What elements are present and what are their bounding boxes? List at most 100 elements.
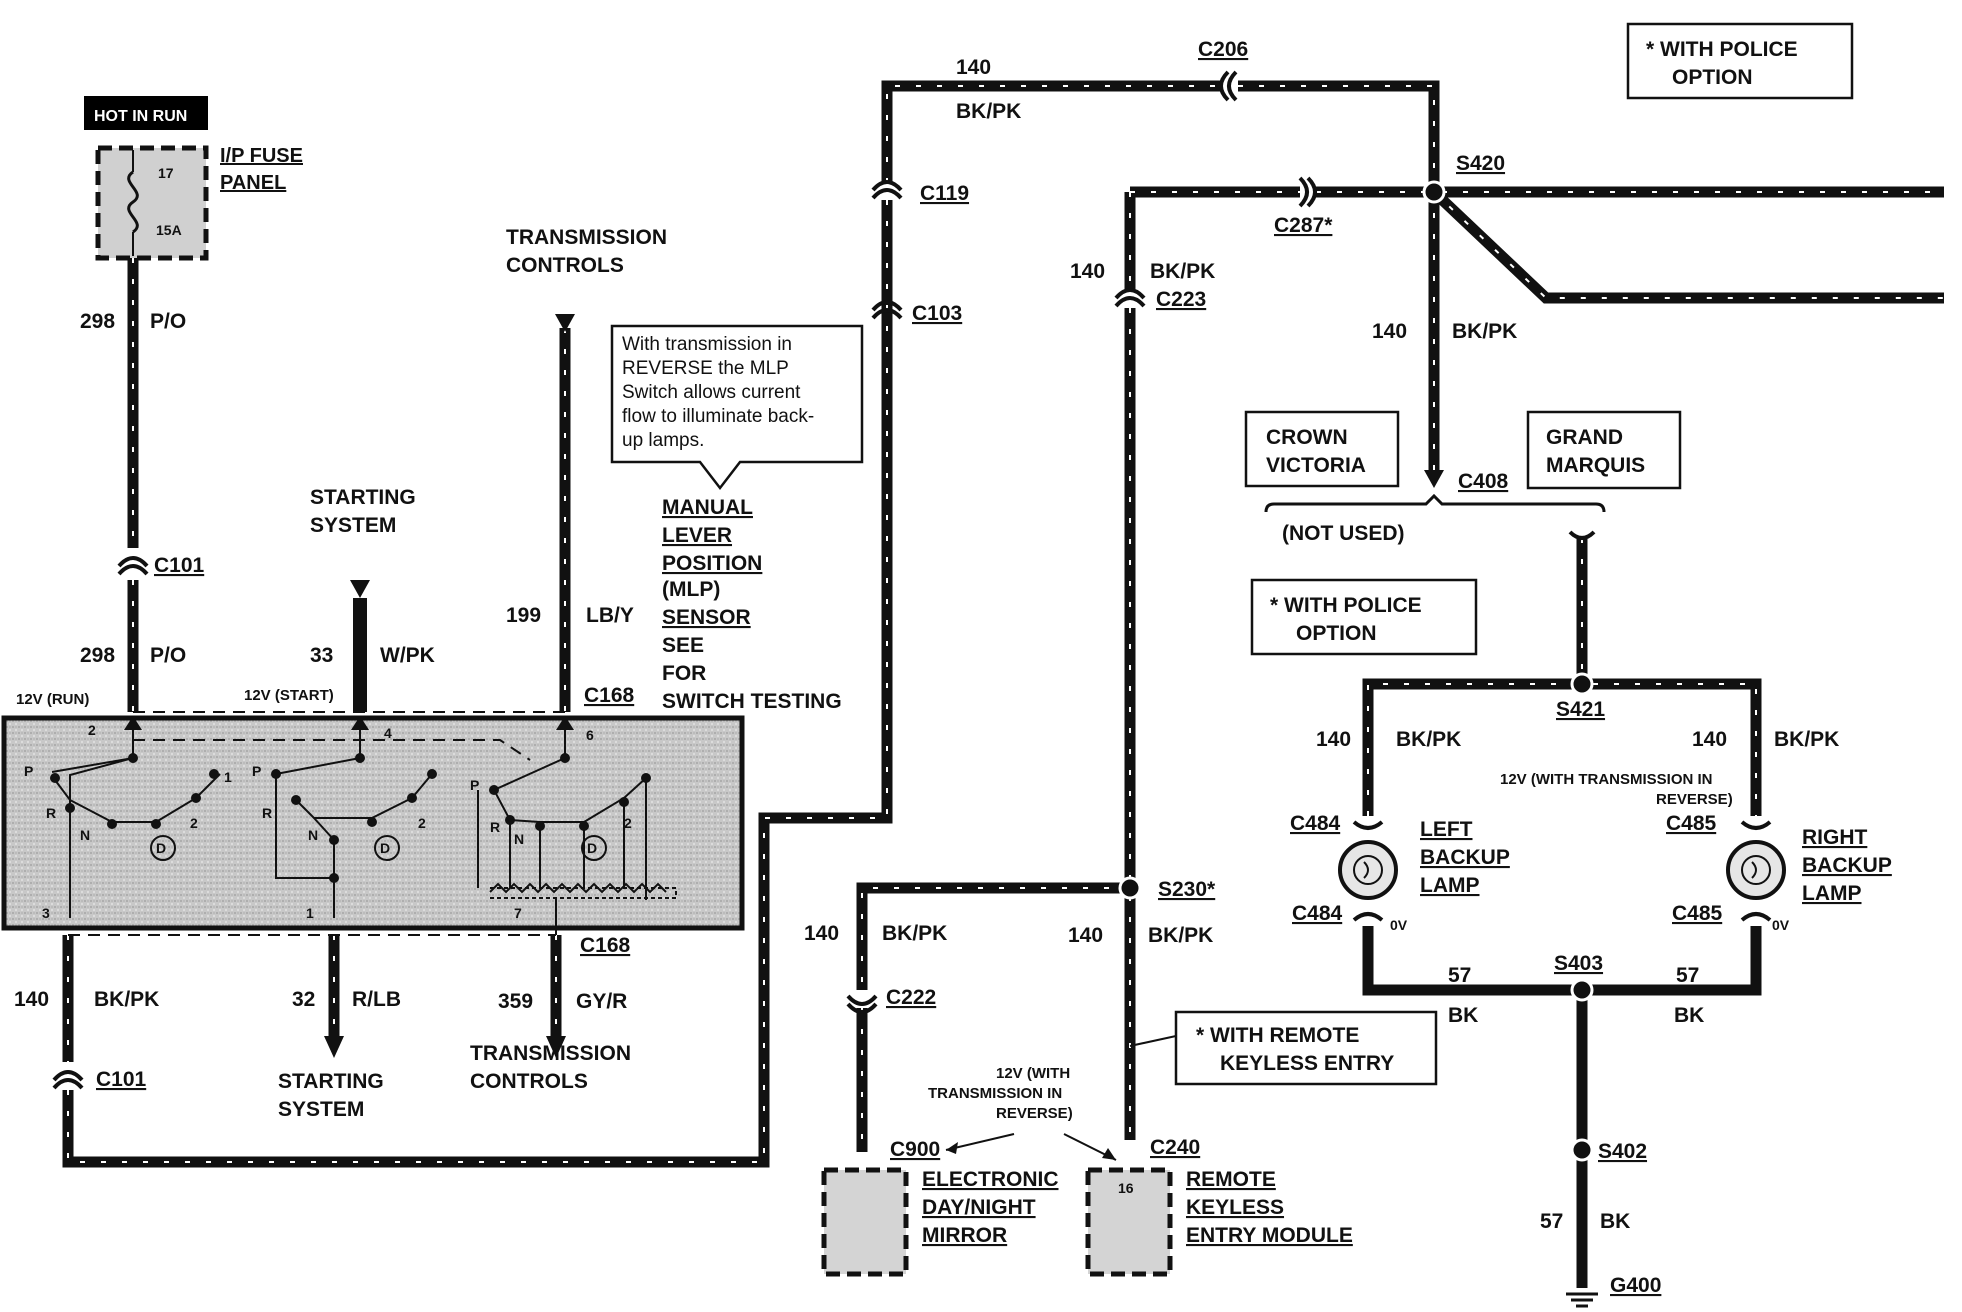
ground-g400-icon	[1566, 1292, 1598, 1308]
label-labels-callout-4: flow to illuminate back-	[622, 406, 814, 427]
wire-57	[1362, 926, 1762, 996]
label-labels-right-lamp-3: LAMP	[1802, 882, 1862, 905]
mlp-switch: D P R N 2 1 2 3 D P R N 2 4 1 D	[1, 711, 745, 936]
label-labels-transmission-controls-bottom-2: CONTROLS	[470, 1070, 588, 1093]
label-labels-right-lamp-1: RIGHT	[1802, 826, 1868, 849]
label-wires-c57-left-circuit: 57	[1448, 964, 1471, 987]
label-wires-c140-left-color: BK/PK	[94, 988, 159, 1011]
label-labels-police-top-2: OPTION	[1672, 66, 1753, 89]
label-labels-v12-with-1: 12V (WITH	[996, 1065, 1070, 1082]
label-switch-positions-d: D	[156, 840, 166, 856]
label-labels-left-lamp-2: BACKUP	[1420, 846, 1510, 869]
connector-c101-bottom-icon	[52, 1070, 84, 1090]
mirror-pointer-arrow	[945, 1133, 1015, 1151]
label-labels-grand-1: GRAND	[1546, 426, 1623, 449]
label-switch-pins-p2: 2	[88, 722, 96, 738]
right-backup-lamp-icon	[1726, 840, 1786, 900]
wire-140-loop	[62, 200, 893, 1168]
label-wires-c140-s230-circuit: 140	[1068, 924, 1103, 947]
label-labels-v12-with-3: REVERSE)	[996, 1105, 1073, 1122]
label-wires-c140-c223-circuit: 140	[1070, 260, 1105, 283]
connector-c484-c485-top-icon	[1352, 820, 1772, 830]
splices	[1118, 180, 1594, 1162]
label-switch-positions-two: 2	[190, 815, 198, 831]
label-connectors-c101-top: C101	[154, 554, 205, 577]
wire-140-c206	[1238, 80, 1440, 192]
label-switch-positions-p: P	[24, 763, 33, 779]
label-connectors-c485-bottom: C485	[1672, 902, 1723, 925]
label-switch-positions-n: N	[514, 831, 524, 847]
label-labels-police-top-1: * WITH POLICE	[1646, 38, 1798, 61]
label-connectors-c168-bottom: C168	[580, 934, 631, 957]
label-labels-right-lamp-2: BACKUP	[1802, 854, 1892, 877]
fuse-panel-title-1: I/P FUSE	[220, 145, 303, 167]
label-labels-zero-v-left: 0V	[1390, 917, 1408, 933]
label-labels-transmission-controls-top-2: CONTROLS	[506, 254, 624, 277]
label-labels-mlp-4: (MLP)	[662, 578, 720, 601]
label-labels-mirror-3: MIRROR	[922, 1224, 1007, 1247]
label-wires-c57-right-circuit: 57	[1676, 964, 1699, 987]
label-wires-c140-s420-color: BK/PK	[1452, 320, 1517, 343]
label-connectors-c222: C222	[886, 986, 936, 1009]
label-connectors-c408: C408	[1458, 470, 1509, 493]
wire-140-top	[881, 80, 1222, 183]
remote-keyless-entry-module	[1085, 1167, 1173, 1277]
police-option-note-mid	[1250, 578, 1478, 656]
label-labels-transmission-controls-bottom-1: TRANSMISSION	[470, 1042, 631, 1065]
label-wires-c199-circuit: 199	[506, 604, 541, 627]
connector-glyphs	[52, 70, 1772, 1090]
label-wires-c140-lamp-left-color: BK/PK	[1396, 728, 1461, 751]
rke-pin-label: 16	[1118, 1180, 1134, 1196]
label-connectors-c206: C206	[1198, 38, 1248, 61]
label-switch-pins-p1: 1	[306, 905, 314, 921]
label-wires-c140-lamp-right-circuit: 140	[1692, 728, 1727, 751]
connector-c223-icon	[1114, 288, 1146, 308]
label-labels-v12-reverse-right-2: REVERSE)	[1656, 791, 1733, 808]
label-wires-c140-top-circuit: 140	[956, 56, 991, 79]
label-connectors-s403: S403	[1554, 952, 1603, 975]
label-wires-c140-lamp-left-circuit: 140	[1316, 728, 1351, 751]
label-wires-c32-circuit: 32	[292, 988, 315, 1011]
label-labels-starting-system-top-1: STARTING	[310, 486, 416, 509]
fuse-panel-title-2: PANEL	[220, 172, 286, 194]
label-labels-mlp-2: LEVER	[662, 524, 732, 547]
label-wires-c199-color: LB/Y	[586, 604, 634, 627]
label-connectors-c168-top: C168	[584, 684, 635, 707]
fuse-icon	[127, 170, 139, 234]
label-wires-c140-lamp-right-color: BK/PK	[1774, 728, 1839, 751]
label-wires-c140-left-circuit: 140	[14, 988, 49, 1011]
label-wires-c140-s230-color: BK/PK	[1148, 924, 1213, 947]
label-wires-c140-top-color: BK/PK	[956, 100, 1021, 123]
label-switch-positions-two: 2	[418, 815, 426, 831]
remote-keyless-note	[1174, 1010, 1438, 1086]
label-connectors-c103: C103	[912, 302, 962, 325]
label-labels-mlp-1: MANUAL	[662, 496, 753, 519]
label-labels-police-mid-2: OPTION	[1296, 622, 1377, 645]
splice-s421	[1570, 672, 1594, 696]
connector-c206-icon	[1219, 70, 1238, 102]
label-labels-v12-with-2: TRANSMISSION IN	[928, 1085, 1062, 1102]
starting-system-top-arrow	[350, 580, 370, 598]
label-wires-c57-ground-circuit: 57	[1540, 1210, 1563, 1233]
label-switch-positions-n: N	[80, 827, 90, 843]
left-backup-lamp-icon	[1338, 840, 1398, 900]
label-labels-grand-2: MARQUIS	[1546, 454, 1645, 477]
police-option-note-top	[1626, 22, 1854, 100]
label-wires-c140-s420-circuit: 140	[1372, 320, 1407, 343]
label-labels-rke-note-1: * WITH REMOTE	[1196, 1024, 1359, 1047]
connector-c408-lamp-icon	[1568, 530, 1596, 540]
label-wires-c140-c222-circuit: 140	[804, 922, 839, 945]
label-switch-positions-r: R	[262, 805, 272, 821]
label-labels-police-mid-1: * WITH POLICE	[1270, 594, 1422, 617]
label-connectors-g400: G400	[1610, 1274, 1661, 1297]
label-labels-starting-system-bottom-1: STARTING	[278, 1070, 384, 1093]
label-labels-starting-system-bottom-2: SYSTEM	[278, 1098, 364, 1121]
c408-arrow	[1424, 470, 1444, 488]
label-labels-rke-3: ENTRY MODULE	[1186, 1224, 1353, 1247]
label-connectors-s402: S402	[1598, 1140, 1647, 1163]
label-labels-mlp-8: SWITCH TESTING	[662, 690, 842, 713]
label-labels-callout-2: REVERSE the MLP	[622, 358, 789, 379]
hot-in-run-label: HOT IN RUN	[94, 108, 187, 125]
label-labels-rke-2: KEYLESS	[1186, 1196, 1284, 1219]
